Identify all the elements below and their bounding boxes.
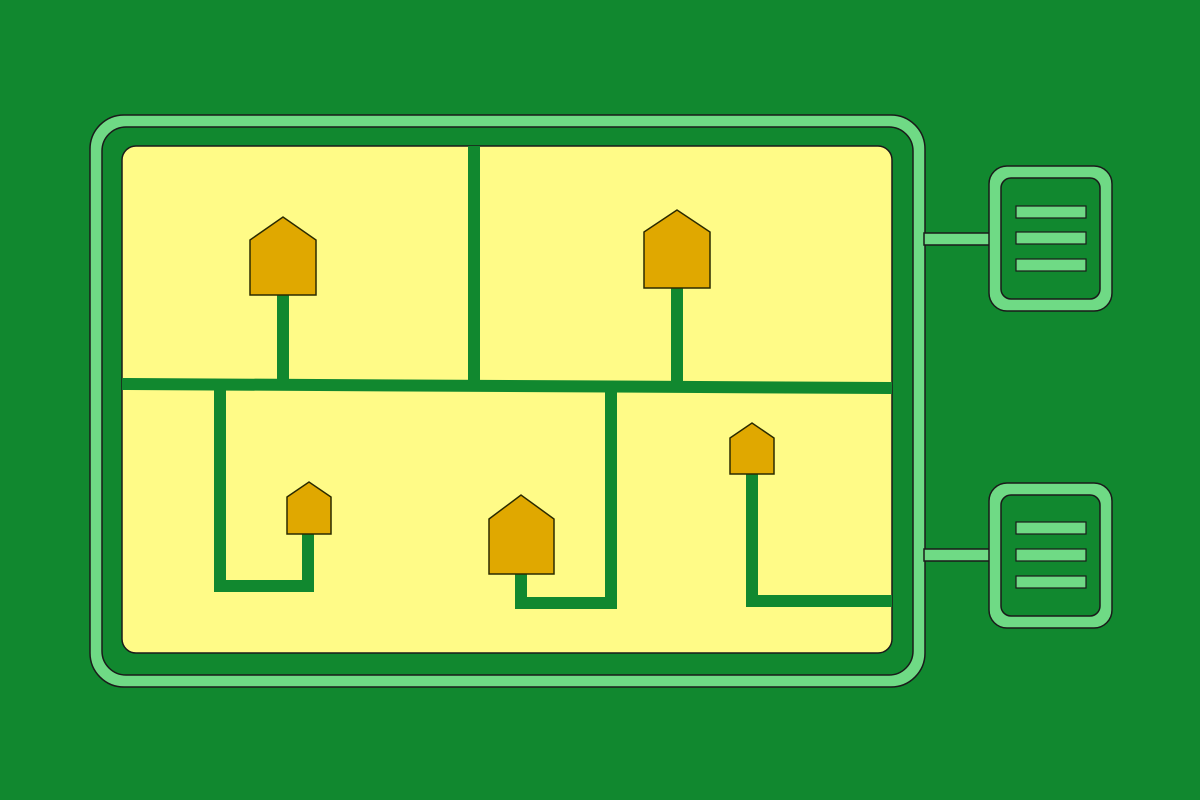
list-line xyxy=(1015,548,1087,562)
house-icon xyxy=(249,216,317,296)
road-main xyxy=(121,378,893,394)
house-icon xyxy=(488,494,555,575)
roads xyxy=(121,146,893,609)
house-icon xyxy=(286,481,332,535)
connector xyxy=(923,548,993,562)
house-icon xyxy=(729,422,775,475)
road-house-4 xyxy=(515,388,617,609)
side-panel-bottom xyxy=(923,482,1113,629)
list-line xyxy=(1015,575,1087,589)
list-line xyxy=(1015,521,1087,535)
house-icon xyxy=(643,209,711,289)
side-panel-top xyxy=(923,165,1113,312)
map-area xyxy=(121,145,893,654)
list-line xyxy=(1015,258,1087,272)
list-line xyxy=(1015,205,1087,219)
road-house-5 xyxy=(746,474,892,607)
connector xyxy=(923,232,993,246)
list-line xyxy=(1015,231,1087,245)
side-panels xyxy=(923,165,1113,629)
houses xyxy=(249,209,775,575)
road-house-3 xyxy=(214,386,314,592)
